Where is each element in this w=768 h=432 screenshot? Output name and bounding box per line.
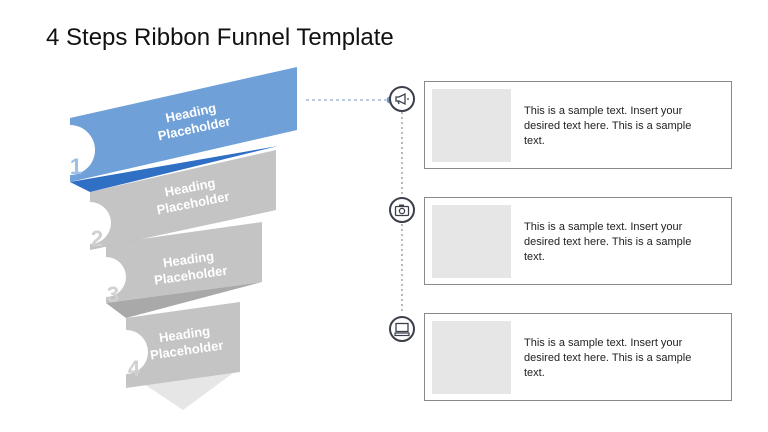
- content-card-2: This is a sample text. Insert your desir…: [424, 197, 732, 285]
- image-placeholder: [432, 89, 511, 162]
- step-2-number: 2: [91, 226, 103, 251]
- step-1-number: 1: [70, 154, 82, 179]
- slide-title: 4 Steps Ribbon Funnel Template: [46, 24, 394, 51]
- camera-icon: [389, 197, 415, 223]
- funnel-step-1: 1 Heading Placeholder: [45, 67, 297, 192]
- computer-icon: [389, 316, 415, 342]
- card-2-text: This is a sample text. Insert your desir…: [524, 221, 692, 263]
- image-placeholder: [432, 321, 511, 394]
- card-1-text: This is a sample text. Insert your desir…: [524, 105, 692, 147]
- megaphone-icon: [389, 86, 415, 112]
- step-4-number: 4: [128, 356, 141, 381]
- card-3-text: This is a sample text. Insert your desir…: [524, 337, 692, 379]
- funnel-step-2: 2 Heading Placeholder: [69, 150, 276, 251]
- step-3-number: 3: [107, 282, 119, 307]
- funnel-step-3: 3 Heading Placeholder: [86, 222, 262, 318]
- funnel-step-4: 4 Heading Placeholder: [104, 302, 240, 410]
- content-card-1: This is a sample text. Insert your desir…: [424, 81, 732, 169]
- step-3-heading-line1: Heading: [162, 248, 215, 270]
- content-card-3: This is a sample text. Insert your desir…: [424, 313, 732, 401]
- image-placeholder: [432, 205, 511, 278]
- step-4-heading-line1: Heading: [158, 323, 211, 345]
- ribbon-funnel: 4 Heading Placeholder 3 Heading Placehol…: [45, 67, 297, 410]
